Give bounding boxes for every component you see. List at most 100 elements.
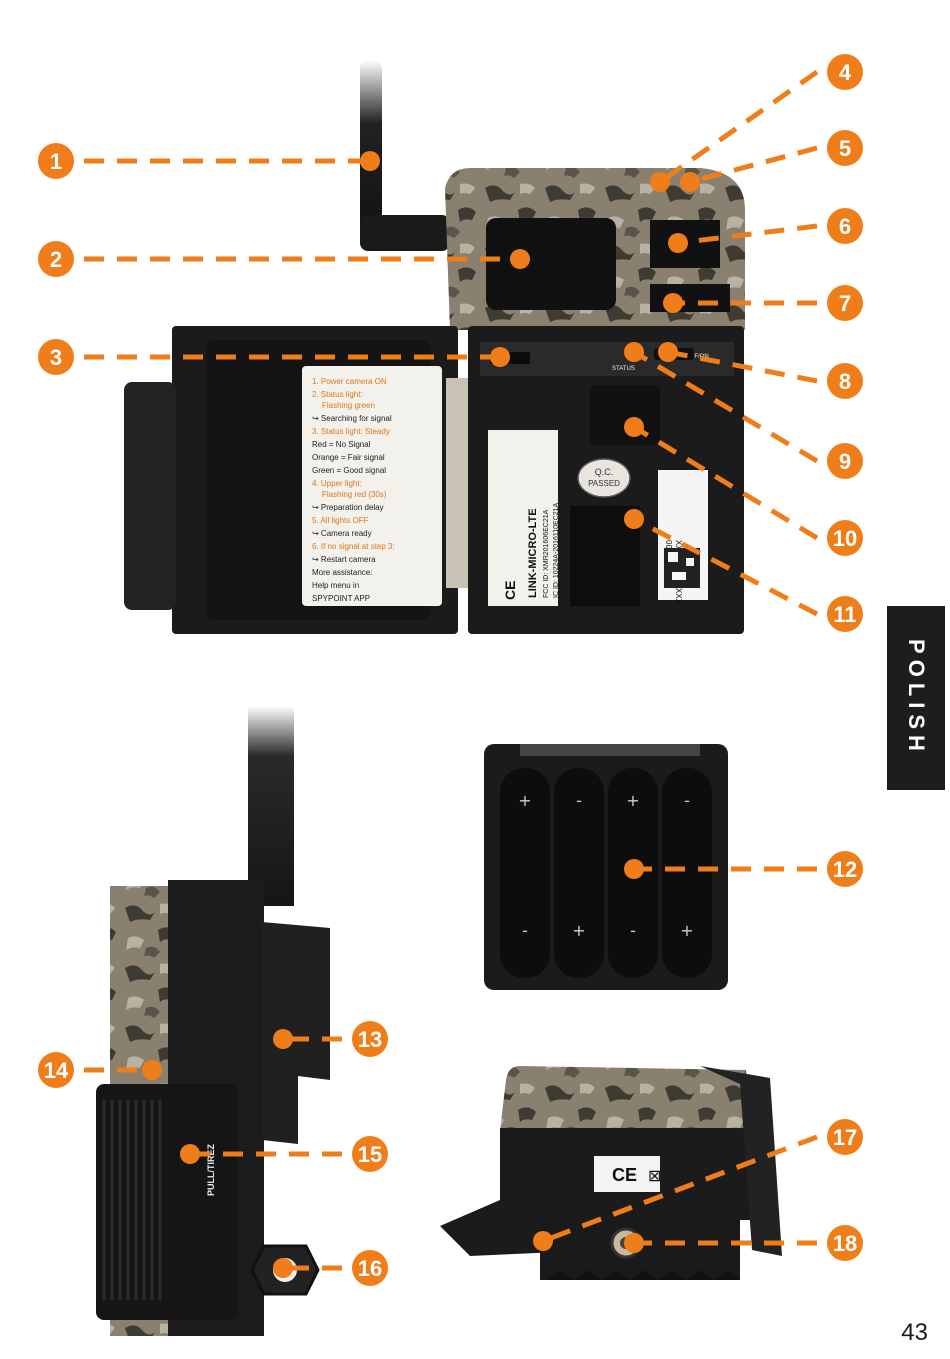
callout-badge [827,443,863,479]
callout-dot [142,1060,162,1080]
bin-symbol: ⊠ [648,1166,661,1185]
callout-number: 6 [839,214,851,239]
svg-text:-: - [630,921,636,940]
door-latch [124,382,176,610]
instruction-line: 2. Status light: [312,390,363,399]
instruction-line: Help menu in [312,581,359,590]
svg-text:+: + [572,921,585,940]
callout-number: 14 [44,1058,69,1083]
page-number: 43 [901,1319,928,1346]
callout-badge [827,1119,863,1155]
bottom-antenna [440,1200,560,1256]
status-label: STATUS [612,366,635,372]
qc-sticker [577,458,631,498]
callout-badge [827,520,863,556]
instruction-line: 6. If no signal at step 3: [312,542,395,551]
fcc-text: FCC ID: XMR201606EC21A [543,509,550,598]
callout-number: 7 [839,291,851,316]
instruction-line: ↪ Searching for signal [312,414,392,423]
callout-dot [533,1231,553,1251]
battery-slot [662,768,712,978]
instruction-line: More assistance: [312,568,372,577]
bottom-ce-label [594,1156,660,1192]
callout-badge [352,1136,388,1172]
camera-bottom-view: CE ⊠ [440,1066,782,1280]
callout-line [632,349,819,464]
language-tab-label: POLISH [904,639,929,757]
callout-number: 3 [50,345,62,370]
callout-dot [650,172,670,192]
callout-dot [273,1258,293,1278]
callout-dot [490,347,510,367]
ic-text: IC ID: 10224A-2016110EC21A [553,502,560,598]
callout-line [658,69,819,185]
callout-dot [680,172,700,192]
callout-dot [658,342,678,362]
callout-badge [352,1021,388,1057]
bottom-bracket [700,1066,782,1256]
callout-number: 10 [833,526,857,551]
callout-dot [360,151,380,171]
callout-line [677,223,818,246]
callout-badge [38,143,74,179]
callout-badge [827,363,863,399]
hinge [446,378,468,588]
callout-badge [38,241,74,277]
product-label [488,430,558,606]
instruction-line: 5. All lights OFF [312,516,369,525]
battery-tray-view: +-+- -+-+ [484,744,728,990]
strap-block [96,1084,238,1320]
callout-dot [273,1029,293,1049]
callout-dot [624,859,644,879]
callout-number: 1 [50,149,62,174]
instruction-line: Orange = Fair signal [312,453,385,462]
instruction-line: ↪ Preparation delay [312,503,384,512]
bottom-camo [500,1066,752,1130]
instruction-sticker [302,366,442,606]
callout-number: 18 [833,1231,857,1256]
callout-dot [668,233,688,253]
svg-text:-: - [522,921,528,940]
svg-text:-: - [684,791,690,810]
callout-badge [38,339,74,375]
instruction-line: 1. Power camera ON [312,377,387,386]
callout-number: 16 [358,1256,382,1281]
callout-number: 2 [50,247,62,272]
model-text: LINK-MICRO-LTE [527,508,539,598]
camera-open-view: 1. Power camera ON 2. Status light: Flashi… [124,60,745,634]
callout-badge [827,130,863,166]
ce-mark: CE [502,581,518,600]
instruction-line: 4. Upper light: [312,479,362,488]
callout-badge [38,1052,74,1088]
callout-badge [352,1250,388,1286]
instruction-subline: Flashing red (30s) [322,490,387,499]
callout-badge [827,285,863,321]
instruction-line: SPYPOINT APP [312,594,370,603]
callout-number: 15 [358,1142,382,1167]
callout-number: 4 [839,60,852,85]
antenna-base [360,215,450,251]
callout-lines [84,69,819,1271]
camera-side-view: PULL/TIREZ [96,706,330,1336]
callout-number: 5 [839,136,851,161]
antenna [360,60,382,240]
callout-badge [827,54,863,90]
callout-dot [663,293,683,313]
door-instructions: 1. Power camera ON 2. Status light: Flashi… [312,377,395,603]
callout-badge [827,1225,863,1261]
lens-window [486,218,616,310]
callout-number: 9 [839,449,851,474]
onoff-label: OFF/ON [686,354,709,360]
svg-text:-: - [576,791,582,810]
instruction-line: Green = Good signal [312,466,386,475]
callout-number: 12 [833,857,857,882]
battery-slot [500,768,550,978]
callout-line [632,516,819,617]
qc-line1: Q.C. [595,467,614,477]
callout-dot [624,342,644,362]
svg-text:+: + [680,921,693,940]
callout-badge [827,851,863,887]
battery-slot [554,768,604,978]
instruction-line: 3. Status light: Steady [312,427,390,436]
